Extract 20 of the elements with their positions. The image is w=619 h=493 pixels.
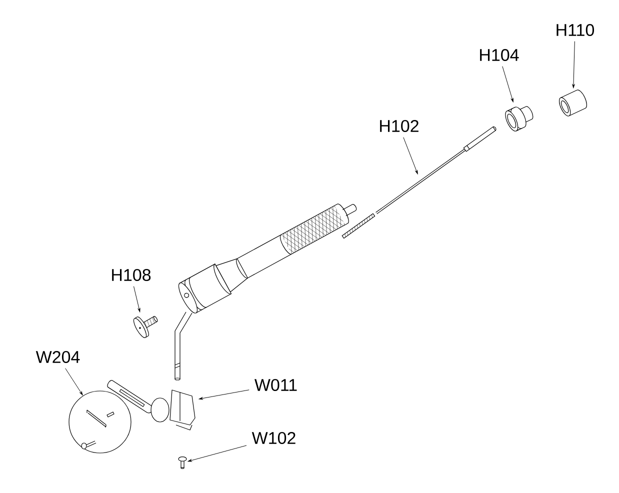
parts-kit-circle: [68, 390, 132, 454]
leader-line: [572, 41, 575, 88]
leader-line: [198, 390, 250, 400]
leader-line: [502, 66, 514, 102]
clamp-drawing: [107, 380, 196, 430]
nut-drawing: [505, 106, 534, 132]
screw-drawing: [178, 456, 187, 469]
leader-line: [65, 368, 83, 396]
part-number: W204: [36, 350, 80, 364]
part-number: H110: [556, 24, 594, 36]
part-number: H108: [112, 268, 151, 282]
part-number: W011: [254, 378, 297, 392]
part-number: W102: [252, 432, 296, 444]
part-number: H102: [380, 120, 418, 132]
leader-line: [403, 137, 418, 174]
leader-line: [133, 286, 140, 312]
leader-line: [188, 445, 247, 462]
thumb-screw-drawing: [133, 316, 158, 338]
part-number: H104: [480, 48, 519, 62]
sleeve-drawing: [558, 90, 588, 116]
